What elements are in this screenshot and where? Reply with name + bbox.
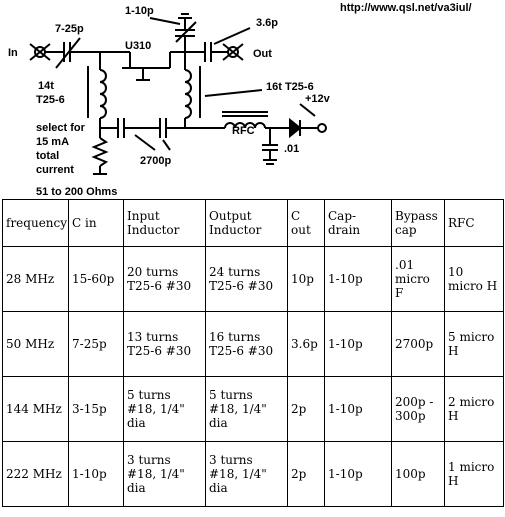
table-cell: 1 micro H xyxy=(444,441,504,507)
header-cell: Cap-drain xyxy=(324,199,392,247)
table-cell: 24 turns T25-6 #30 xyxy=(205,246,288,312)
table-cell: 16 turns T25-6 #30 xyxy=(205,311,288,377)
output-coil-label: 16t T25-6 xyxy=(266,81,314,93)
bias-note-1: select for xyxy=(36,122,86,134)
table-cell: 28 MHz xyxy=(2,246,69,312)
rfc-label: RFC xyxy=(232,125,255,137)
bypass-label: .01 xyxy=(284,143,299,155)
table-row: 144 MHz 3-15p 5 turns #18, 1/4" dia 5 tu… xyxy=(2,376,504,442)
table-cell: 2p xyxy=(287,376,325,442)
header-cell: Output Inductor xyxy=(205,199,288,247)
bias-note-3: total xyxy=(36,150,59,162)
header-cell: Input Inductor xyxy=(123,199,206,247)
table-row: 28 MHz 15-60p 20 turns T25-6 #30 24 turn… xyxy=(2,246,504,312)
circuit-schematic: In 7-25p 1-10p 3.6p U310 Out 14t T25-6 1… xyxy=(8,5,331,198)
table-header-row: frequency C in Input Inductor Output Ind… xyxy=(2,199,504,247)
input-coil-turns: 14t xyxy=(38,80,54,92)
header-cell: frequency xyxy=(2,199,69,247)
bias-note-4: current xyxy=(36,164,74,176)
cap-2700-label: 2700p xyxy=(140,155,171,167)
table-cell: .01 micro F xyxy=(391,246,445,312)
table-cell: 13 turns T25-6 #30 xyxy=(123,311,206,377)
table-cell: 222 MHz xyxy=(2,441,69,507)
table-cell: 15-60p xyxy=(68,246,124,312)
header-cell: C out xyxy=(287,199,325,247)
table-cell: 1-10p xyxy=(68,441,124,507)
table-cell: 1-10p xyxy=(324,376,392,442)
table-cell: 1-10p xyxy=(324,441,392,507)
table-cell: 2700p xyxy=(391,311,445,377)
bias-note-2: 15 mA xyxy=(36,136,69,148)
table-cell: 1-10p xyxy=(324,311,392,377)
header-cell: Bypass cap xyxy=(391,199,445,247)
table-row: 222 MHz 1-10p 3 turns #18, 1/4" dia 3 tu… xyxy=(2,441,504,507)
table-cell: 10p xyxy=(287,246,325,312)
out-label: Out xyxy=(253,48,272,60)
fet-label: U310 xyxy=(125,40,151,52)
table-cell: 5 micro H xyxy=(444,311,504,377)
table-cell: 2p xyxy=(287,441,325,507)
cout-label: 3.6p xyxy=(256,17,278,29)
cap-drain-label: 1-10p xyxy=(125,5,154,17)
in-label: In xyxy=(8,47,18,59)
supply-label: +12v xyxy=(305,93,331,105)
table-cell: 200p - 300p xyxy=(391,376,445,442)
cin-label: 7-25p xyxy=(55,23,84,35)
table-cell: 10 micro H xyxy=(444,246,504,312)
table-cell: 144 MHz xyxy=(2,376,69,442)
table-cell: 3.6p xyxy=(287,311,325,377)
resistor-range: 51 to 200 Ohms xyxy=(36,186,117,198)
table-cell: 50 MHz xyxy=(2,311,69,377)
header-cell: RFC xyxy=(444,199,504,247)
table-cell: 100p xyxy=(391,441,445,507)
table-cell: 5 turns #18, 1/4" dia xyxy=(123,376,206,442)
table-cell: 5 turns #18, 1/4" dia xyxy=(205,376,288,442)
table-cell: 3 turns #18, 1/4" dia xyxy=(205,441,288,507)
table-row: 50 MHz 7-25p 13 turns T25-6 #30 16 turns… xyxy=(2,311,504,377)
table-cell: 2 micro H xyxy=(444,376,504,442)
header-cell: C in xyxy=(68,199,124,247)
source-url: http://www.qsl.net/va3iul/ xyxy=(340,2,472,14)
table-cell: 7-25p xyxy=(68,311,124,377)
table-cell: 1-10p xyxy=(324,246,392,312)
table-cell: 20 turns T25-6 #30 xyxy=(123,246,206,312)
component-table: frequency C in Input Inductor Output Ind… xyxy=(2,199,504,507)
table-cell: 3-15p xyxy=(68,376,124,442)
table-cell: 3 turns #18, 1/4" dia xyxy=(123,441,206,507)
input-coil-core: T25-6 xyxy=(36,94,65,106)
